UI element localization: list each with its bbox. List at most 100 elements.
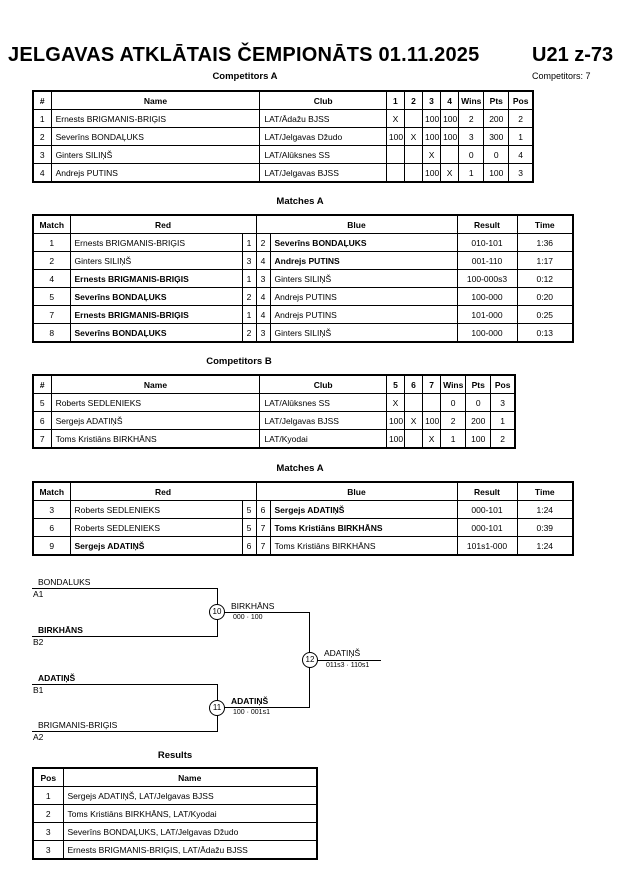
score-cell: X [385, 109, 405, 128]
blue-number: 4 [255, 305, 271, 324]
competitor-club: LAT/Jelgavas BJSS [259, 163, 387, 183]
score-cell [403, 145, 424, 164]
blue-number: 7 [255, 518, 271, 537]
match-number: 1 [32, 233, 71, 252]
match-number: 7 [32, 305, 71, 324]
match-number: 9 [32, 536, 71, 556]
bracket-match-12: 12 [302, 652, 318, 668]
blue-number: 4 [255, 251, 271, 270]
match-result: 101-000 [456, 305, 518, 324]
score-cell: 100 [440, 127, 460, 146]
bracket-semi2-top-label: B1 [33, 685, 44, 695]
match-result: 010-101 [456, 233, 518, 252]
column-header: 1 [385, 90, 405, 110]
red-competitor: Roberts SEDLENIEKS [69, 500, 243, 519]
match-result: 000-101 [456, 518, 518, 537]
competitor-name: Severīns BONDAĻUKS [50, 127, 261, 146]
red-number: 1 [241, 305, 257, 324]
bracket-match11-winner: ADATIŅŠ [231, 696, 269, 706]
result-name: Toms Kristiāns BIRKHĀNS, LAT/Kyodai [62, 804, 318, 823]
column-header: 6 [403, 374, 424, 394]
result-name: Ernests BRIGMANIS-BRIĢIS, LAT/Ādažu BJSS [62, 840, 318, 860]
match-time: 0:25 [516, 305, 574, 324]
score-cell: 1 [490, 411, 516, 430]
score-cell: 100 [422, 127, 442, 146]
score-cell: 0 [458, 145, 485, 164]
red-competitor: Ernests BRIGMANIS-BRIĢIS [69, 305, 243, 324]
column-header: 2 [403, 90, 424, 110]
blue-competitor: Ginters SILIŅŠ [269, 323, 458, 343]
match-time: 1:24 [516, 536, 574, 556]
score-cell: 100 [440, 109, 460, 128]
score-cell: 1 [440, 429, 467, 449]
column-header: Wins [458, 90, 485, 110]
blue-number: 6 [255, 500, 271, 519]
blue-number: 3 [255, 323, 271, 343]
blue-competitor: Andrejs PUTINS [269, 305, 458, 324]
match-time: 0:12 [516, 269, 574, 288]
red-number: 5 [241, 500, 257, 519]
bracket-line [32, 636, 218, 637]
match-time: 0:13 [516, 323, 574, 343]
blue-competitor: Toms Kristiāns BIRKHĀNS [269, 518, 458, 537]
competitor-name: Ernests BRIGMANIS-BRIĢIS [50, 109, 261, 128]
score-cell: 1 [508, 127, 534, 146]
score-cell: 0 [440, 393, 467, 412]
column-header: Result [456, 214, 518, 234]
column-header: Time [516, 214, 574, 234]
column-header: Name [50, 374, 261, 394]
red-number: 1 [241, 233, 257, 252]
bracket-line [32, 684, 218, 685]
match-number: 6 [32, 518, 71, 537]
blue-competitor: Andrejs PUTINS [269, 287, 458, 306]
competitor-club: LAT/Jelgavas Džudo [259, 127, 387, 146]
column-header: Blue [255, 481, 458, 501]
score-cell: 3 [458, 127, 485, 146]
result-position: 1 [32, 786, 64, 805]
red-number: 6 [241, 536, 257, 556]
matches-b-caption: Matches A [276, 463, 324, 474]
column-header: 5 [385, 374, 406, 394]
column-header: Red [69, 214, 257, 234]
bracket-match12-score: 011s3 · 110s1 [326, 662, 370, 669]
competitors-b-caption: Competitors B [206, 356, 272, 367]
competitor-club: LAT/Kyodai [259, 429, 387, 449]
column-header: # [32, 374, 52, 394]
competitor-name: Sergejs ADATIŅŠ [50, 411, 261, 430]
category-label: U21 z-73 [532, 44, 614, 66]
score-cell: 2 [440, 411, 467, 430]
score-cell: 3 [490, 393, 516, 412]
column-header: Club [259, 90, 387, 110]
match-time: 0:20 [516, 287, 574, 306]
match-result: 000-101 [456, 500, 518, 519]
blue-number: 4 [255, 287, 271, 306]
competitor-number: 2 [32, 127, 52, 146]
red-competitor: Severīns BONDAĻUKS [69, 287, 243, 306]
score-cell: 2 [490, 429, 516, 449]
bracket-line [218, 707, 310, 708]
competitor-name: Roberts SEDLENIEKS [50, 393, 261, 412]
score-cell: 2 [458, 109, 485, 128]
competitor-number: 5 [32, 393, 52, 412]
column-header: Club [259, 374, 387, 394]
score-cell: 100 [422, 411, 442, 430]
score-cell [385, 163, 405, 183]
competitor-number: 1 [32, 109, 52, 128]
match-number: 8 [32, 323, 71, 343]
match-result: 100-000 [456, 287, 518, 306]
red-competitor: Sergejs ADATIŅŠ [69, 536, 243, 556]
